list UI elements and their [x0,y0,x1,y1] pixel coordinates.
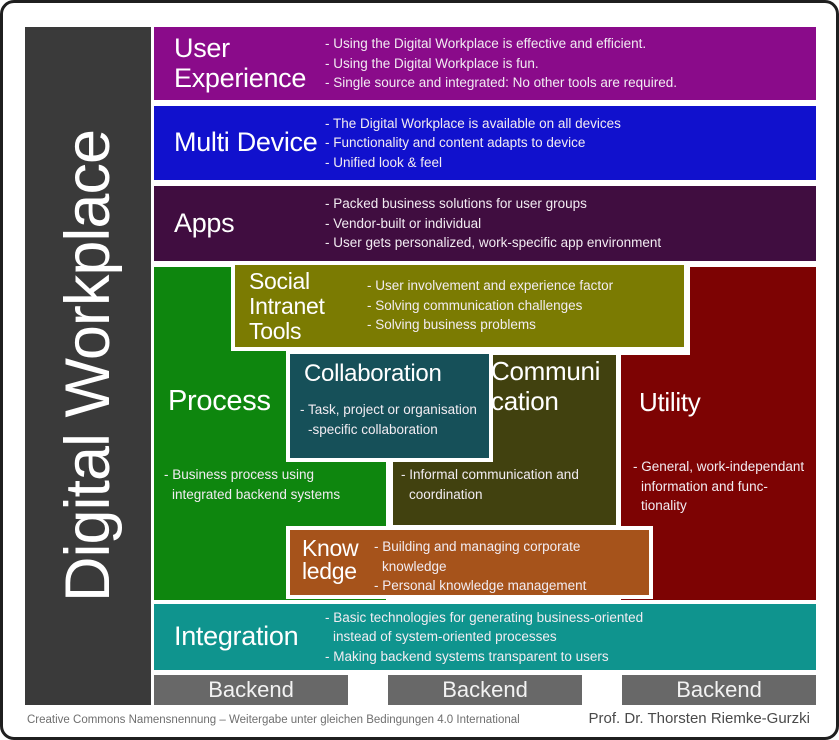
bullet-list: - Building and managing corporate knowle… [374,530,649,595]
block-title-knowledge: Know ledge [302,535,359,585]
block-multi-device: Multi Device - The Digital Workplace is … [154,106,816,180]
bullet-list: - Packed business solutions for user gro… [319,194,816,253]
block-social-intranet-tools: Social Intranet Tools - User involvement… [231,261,688,351]
block-utility: Utility - General, work-independant info… [621,355,816,600]
bullet-item: - User gets personalized, work-specific … [325,235,662,251]
block-collaboration: Collaboration - Task, project or organis… [286,350,493,462]
block-user-experience: User Experience - Using the Digital Work… [154,27,816,100]
bullet-list: - Task, project or organisation -specifi… [290,388,489,439]
bullet-item: - Informal communication and coordinatio… [401,467,579,502]
block-title-utility: Utility [639,387,701,417]
block-title-user-experience: User Experience [174,32,307,93]
block-title-apps: Apps [174,207,235,238]
bullet-item: - Unified look & feel [325,154,443,170]
bullet-item: - Personal knowledge management [374,578,587,594]
digital-workplace-sidebar: Digital Workplace [25,27,151,705]
bullet-item: - The Digital Workplace is available on … [325,115,621,131]
bullet-item: - General, work-independant information … [633,459,805,514]
bullet-item: - Using the Digital Workplace is effecti… [325,36,647,52]
license-text: Creative Commons Namensnennung – Weiterg… [27,714,520,726]
block-apps: Apps - Packed business solutions for use… [154,186,816,261]
diagram-title-vertical: Digital Workplace [53,129,123,603]
bullet-item: - Solving business problems [367,317,536,333]
author-text: Prof. Dr. Thorsten Riemke-Gurzki [588,710,810,727]
bullet-list: - Informal communication and coordinatio… [401,465,613,504]
backend-box-3: Backend [622,675,816,705]
block-utility-extension [690,267,816,359]
bullet-item: - Single source and integrated: No other… [325,75,677,91]
bullet-list: - User involvement and experience factor… [367,265,684,347]
backend-box-2: Backend [388,675,582,705]
bullet-item: - Functionality and content adapts to de… [325,135,586,151]
block-integration: Integration - Basic technologies for gen… [154,604,816,670]
block-knowledge: Know ledge - Building and managing corpo… [286,526,653,599]
bullet-item: - Task, project or organisation -specifi… [300,402,477,437]
block-title-multi-device: Multi Device [174,127,318,158]
block-title-communication: Communi cation [491,356,601,416]
bullet-item: - Business process using integrated back… [164,467,341,502]
bullet-list: - Business process using integrated back… [164,465,382,504]
bullet-list: - General, work-independant information … [633,457,811,516]
block-title-integration: Integration [174,621,299,652]
bullet-item: - Building and managing corporate knowle… [374,539,581,574]
bullet-list: - The Digital Workplace is available on … [319,114,816,173]
bullet-list: - Basic technologies for generating busi… [319,608,816,667]
bullet-item: - Vendor-built or individual [325,215,482,231]
bullet-item: - User involvement and experience factor [367,278,614,293]
bullet-item: - Solving communication challenges [367,297,583,313]
bullet-item: - Basic technologies for generating busi… [325,609,644,645]
backend-box-1: Backend [154,675,348,705]
bullet-item: - Using the Digital Workplace is fun. [325,55,539,71]
block-title-process: Process [168,385,271,417]
bullet-item: - Packed business solutions for user gro… [325,196,587,212]
block-title-social-intranet-tools: Social Intranet Tools [249,268,325,344]
bullet-item: - Making backend systems transparent to … [325,648,609,664]
block-title-collaboration: Collaboration [304,360,442,387]
bullet-list: - Using the Digital Workplace is effecti… [319,34,816,93]
